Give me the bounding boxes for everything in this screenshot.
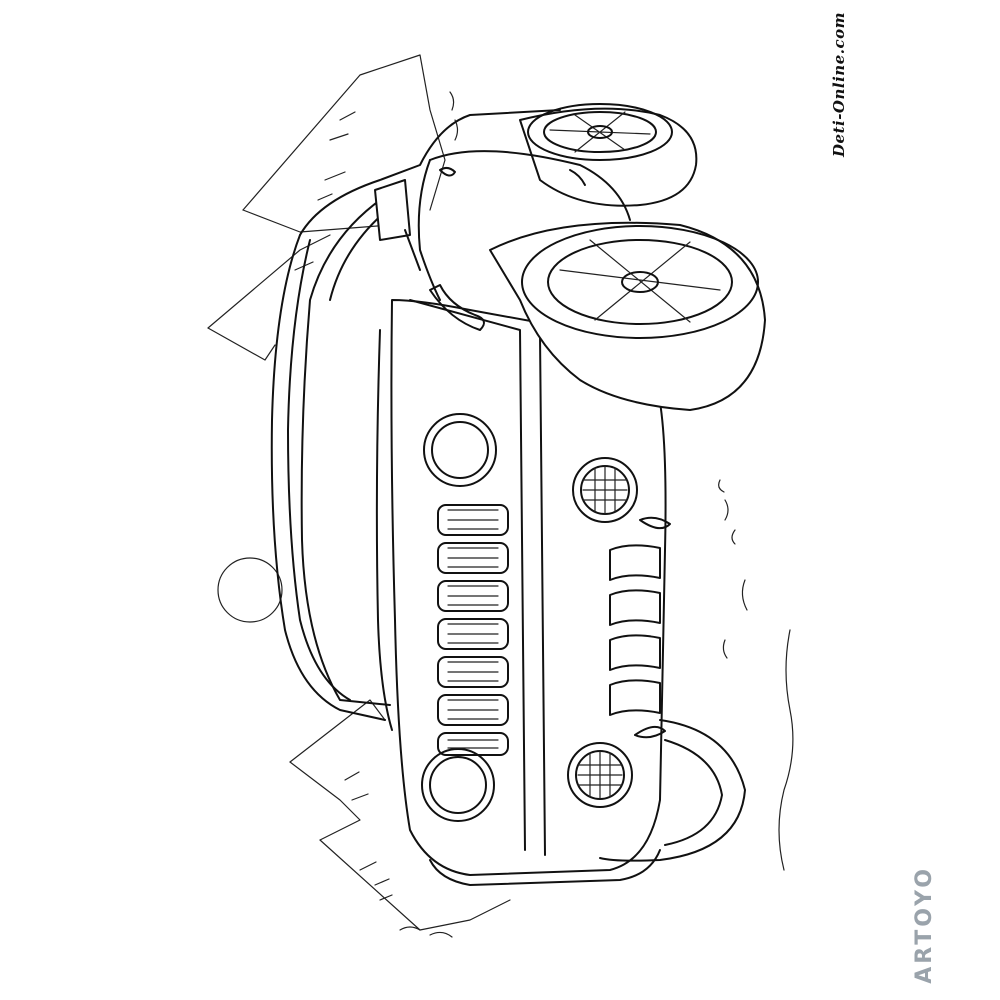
sun-circle bbox=[217, 557, 283, 623]
rear-wheel bbox=[519, 103, 698, 207]
bumper-vents bbox=[609, 516, 671, 739]
bottom-wheel bbox=[599, 719, 746, 862]
fog-lights bbox=[567, 457, 638, 808]
grille bbox=[437, 504, 509, 756]
site-watermark: Deti-Online.com bbox=[830, 12, 848, 157]
car-body bbox=[270, 109, 667, 886]
brand-watermark: ARTOYO bbox=[912, 866, 937, 984]
pyramids-bottom bbox=[289, 699, 511, 938]
ground-marks bbox=[718, 479, 794, 871]
headlights bbox=[421, 413, 497, 822]
front-wheel bbox=[489, 221, 766, 411]
